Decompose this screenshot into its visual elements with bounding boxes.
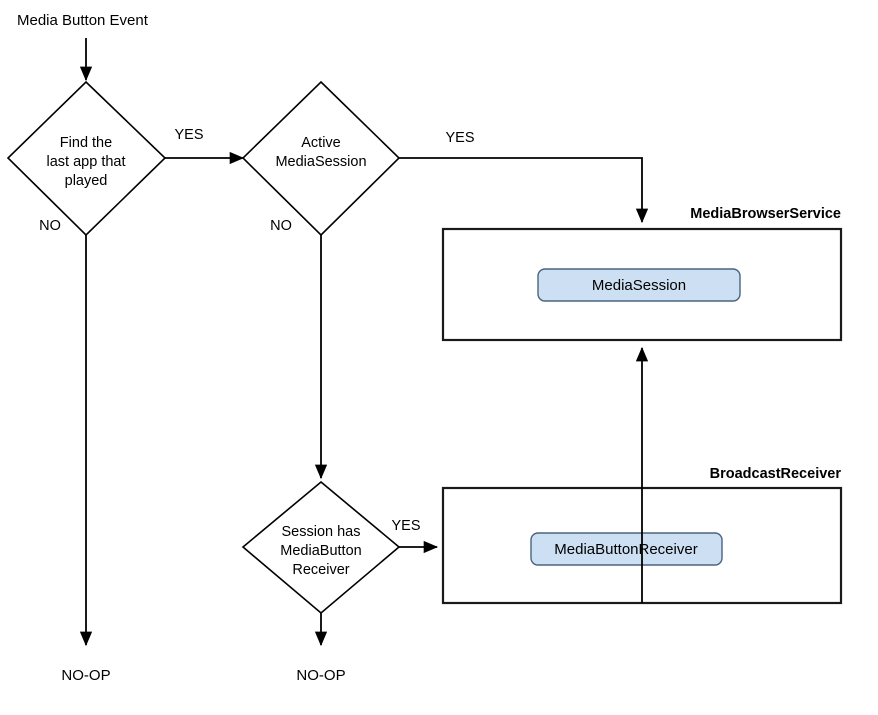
edge-label-find-last-app-yes: YES <box>174 127 203 143</box>
chip-mediasession[interactable] <box>537 268 741 302</box>
entry-label: Media Button Event <box>17 12 149 29</box>
decision-session-has-mediabutton-receiver-line3: Receiver <box>292 562 349 578</box>
edge-label-active-mediasession-yes: YES <box>445 130 474 146</box>
chip-label-mediasession: MediaSession <box>592 277 686 294</box>
decision-session-has-mediabutton-receiver-line1: Session has <box>282 524 361 540</box>
edge-active-mediasession-yes <box>399 157 649 224</box>
edge-label-find-last-app-no: NO <box>39 218 61 234</box>
decision-find-last-app-line2: last app that <box>47 154 126 170</box>
chip-label-mediabuttonreceiver: MediaButtonReceiver <box>554 541 697 558</box>
edge-label-active-mediasession-no: NO <box>270 218 292 234</box>
decision-session-has-mediabutton-receiver-line2: MediaButton <box>280 543 361 559</box>
decision-find-last-app-line3: played <box>65 173 108 189</box>
terminal-no-op-left: NO-OP <box>61 667 110 684</box>
group-label-broadcastreceiver: BroadcastReceiver <box>710 466 842 482</box>
terminal-no-op-middle: NO-OP <box>296 667 345 684</box>
decision-find-last-app-line1: Find the <box>60 135 112 151</box>
decision-active-mediasession-line1: Active <box>301 135 341 151</box>
group-label-mediabrowserservice: MediaBrowserService <box>690 206 841 222</box>
decision-active-mediasession-line2: MediaSession <box>275 154 366 170</box>
edge-label-session-has-receiver-yes: YES <box>391 518 420 534</box>
chip-mediabuttonreceiver[interactable] <box>530 532 723 566</box>
